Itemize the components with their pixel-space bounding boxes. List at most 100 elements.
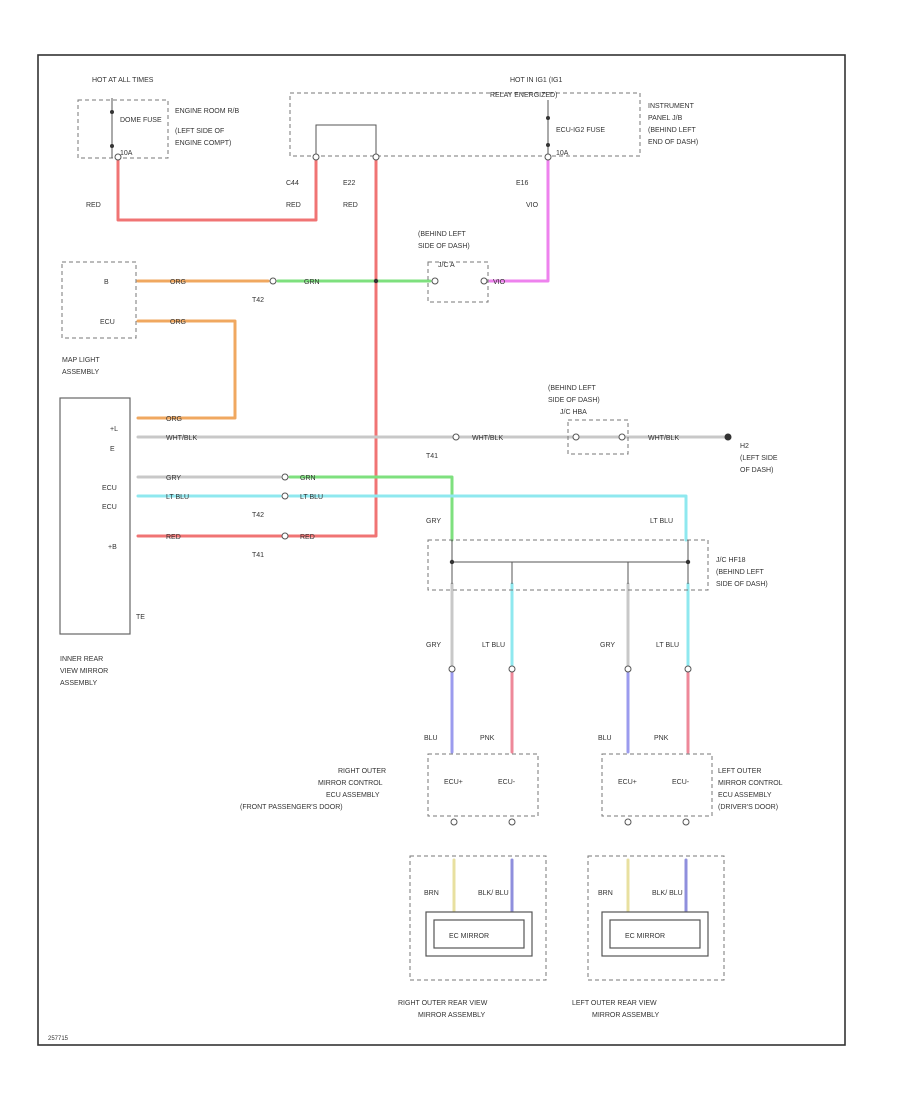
label-c44: C44 xyxy=(286,180,299,187)
label-jc-hba: J/C HBA xyxy=(560,409,587,416)
dome-fuse-block: HOT AT ALL TIMES DOME FUSE 10A ENGINE RO… xyxy=(77,77,240,159)
label-blu-1: BLU xyxy=(424,735,438,742)
left-mirror-title-2: MIRROR ASSEMBLY xyxy=(592,1012,659,1019)
label-whtblk-1: WHT/BLK xyxy=(166,435,197,442)
label-ground-loc-2: OF DASH) xyxy=(740,467,773,474)
label-ground: H2 xyxy=(740,443,749,450)
instrument-panel-label-4: END OF DASH) xyxy=(648,139,698,146)
dome-fuse-amp: 10A xyxy=(120,150,133,157)
mirror-pin-ecu-minus: ECU xyxy=(102,504,117,511)
wire-orange-ecu xyxy=(136,319,237,420)
engine-room-location-2: ENGINE COMPT) xyxy=(175,140,231,147)
label-gry-3: GRY xyxy=(426,642,441,649)
label-t41-2: T41 xyxy=(252,552,264,559)
label-ground-loc-1: (LEFT SIDE xyxy=(740,455,778,462)
hot-in-ig1-label: HOT IN IG1 (IG1 xyxy=(510,77,562,84)
label-jc-hf18-loc-1: (BEHIND LEFT xyxy=(716,569,765,576)
label-jc-hf18-loc-2: SIDE OF DASH) xyxy=(716,581,768,588)
mirror-pin-plus-l: +L xyxy=(110,426,118,433)
instrument-panel-label-2: PANEL J/B xyxy=(648,115,683,122)
left-outer-mirror-assembly: EC MIRROR LEFT OUTER REAR VIEW MIRROR AS… xyxy=(572,855,725,1019)
diagram-code: 257715 xyxy=(48,1036,69,1042)
label-org-1: ORG xyxy=(170,279,186,286)
label-behind-left-3: (BEHIND LEFT xyxy=(548,385,597,392)
left-mirror-title-1: LEFT OUTER REAR VIEW xyxy=(572,1000,657,1007)
label-red-3: RED xyxy=(343,202,358,209)
right-ecu-title-1: RIGHT OUTER xyxy=(338,768,386,775)
wire-red-dome xyxy=(116,158,318,222)
label-gry-2: GRY xyxy=(426,518,441,525)
label-whtblk-2: WHT/BLK xyxy=(472,435,503,442)
wire-violet xyxy=(488,158,550,283)
inner-mirror-title-1: INNER REAR xyxy=(60,656,103,663)
label-ltblu-3: LT BLU xyxy=(650,518,673,525)
right-mirror-title-1: RIGHT OUTER REAR VIEW xyxy=(398,1000,488,1007)
label-whtblk-3: WHT/BLK xyxy=(648,435,679,442)
wire-ltblu-ecu-2 xyxy=(288,494,688,542)
right-ecu-title-3: ECU ASSEMBLY xyxy=(326,792,380,799)
mirror-pin-ecu-plus: ECU xyxy=(102,485,117,492)
right-ecu-title-2: MIRROR CONTROL xyxy=(318,780,383,787)
label-t41-1: T41 xyxy=(426,453,438,460)
left-mirror-control-ecu: ECU+ ECU- LEFT OUTER MIRROR CONTROL ECU … xyxy=(601,753,783,826)
junction-hf18 xyxy=(427,539,709,591)
label-red-2: RED xyxy=(286,202,301,209)
instrument-panel-label-3: (BEHIND LEFT xyxy=(648,127,697,134)
relay-energized-label: RELAY ENERGIZED) xyxy=(490,92,557,99)
label-org-3: ORG xyxy=(166,416,182,423)
instrument-panel-label-1: INSTRUMENT xyxy=(648,103,695,110)
left-ecu-title-3: ECU ASSEMBLY xyxy=(718,792,772,799)
right-ecu-pin-minus: ECU- xyxy=(498,779,516,786)
wire-red-ig xyxy=(136,158,378,538)
label-pnk-1: PNK xyxy=(480,735,495,742)
engine-room-location-1: (LEFT SIDE OF xyxy=(175,128,224,135)
label-red-5: RED xyxy=(300,534,315,541)
label-ltblu-1: LT BLU xyxy=(166,494,189,501)
mirror-pin-te: TE xyxy=(136,614,145,621)
connector-markers xyxy=(114,153,732,673)
label-ltblu-4: LT BLU xyxy=(482,642,505,649)
right-mirror-title-2: MIRROR ASSEMBLY xyxy=(418,1012,485,1019)
label-blkblu-2: BLK/ BLU xyxy=(652,890,683,897)
label-jc-hf18: J/C HF18 xyxy=(716,557,746,564)
label-red-4: RED xyxy=(166,534,181,541)
engine-room-rb-label: ENGINE ROOM R/B xyxy=(175,108,240,115)
label-red-1: RED xyxy=(86,202,101,209)
left-ecu-title-2: MIRROR CONTROL xyxy=(718,780,783,787)
label-org-2: ORG xyxy=(170,319,186,326)
label-brn-2: BRN xyxy=(598,890,613,897)
label-ltblu-2: LT BLU xyxy=(300,494,323,501)
left-ecu-title-1: LEFT OUTER xyxy=(718,768,761,775)
label-t42-1: T42 xyxy=(252,297,264,304)
right-mirror-control-ecu: ECU+ ECU- RIGHT OUTER MIRROR CONTROL ECU… xyxy=(240,753,539,826)
map-light-pin-ecu: ECU xyxy=(100,319,115,326)
ecu-ig2-fuse-block: HOT IN IG1 (IG1 RELAY ENERGIZED) ECU-IG2… xyxy=(289,77,698,160)
ecu-ig2-fuse-amp: 10A xyxy=(556,150,569,157)
left-ecu-pin-minus: ECU- xyxy=(672,779,690,786)
label-vio-2: VIO xyxy=(493,279,506,286)
right-ecu-pin-plus: ECU+ xyxy=(444,779,463,786)
label-behind-left-1: (BEHIND LEFT xyxy=(418,231,467,238)
label-t42-2: T42 xyxy=(252,512,264,519)
left-ec-mirror-label: EC MIRROR xyxy=(625,933,665,940)
right-ecu-title-4: (FRONT PASSENGER'S DOOR) xyxy=(240,804,343,811)
left-ecu-title-4: (DRIVER'S DOOR) xyxy=(718,804,778,811)
mirror-pin-e: E xyxy=(110,446,115,453)
right-ec-mirror-label: EC MIRROR xyxy=(449,933,489,940)
right-outer-mirror-assembly: EC MIRROR RIGHT OUTER REAR VIEW MIRROR A… xyxy=(398,855,547,1019)
label-behind-left-4: SIDE OF DASH) xyxy=(548,397,600,404)
map-light-title-2: ASSEMBLY xyxy=(62,369,100,376)
wire-green-ecu xyxy=(288,475,454,542)
label-ltblu-5: LT BLU xyxy=(656,642,679,649)
label-gry-1: GRY xyxy=(166,475,181,482)
map-light-title-1: MAP LIGHT xyxy=(62,357,100,364)
map-light-pin-b: B xyxy=(104,279,109,286)
label-blu-2: BLU xyxy=(598,735,612,742)
ecu-ig2-fuse-label: ECU-IG2 FUSE xyxy=(556,127,605,134)
dome-fuse-label: DOME FUSE xyxy=(120,117,162,124)
map-light-assembly: B ECU MAP LIGHT ASSEMBLY xyxy=(61,261,137,376)
label-brn-1: BRN xyxy=(424,890,439,897)
label-e22: E22 xyxy=(343,180,356,187)
label-behind-left-2: SIDE OF DASH) xyxy=(418,243,470,250)
